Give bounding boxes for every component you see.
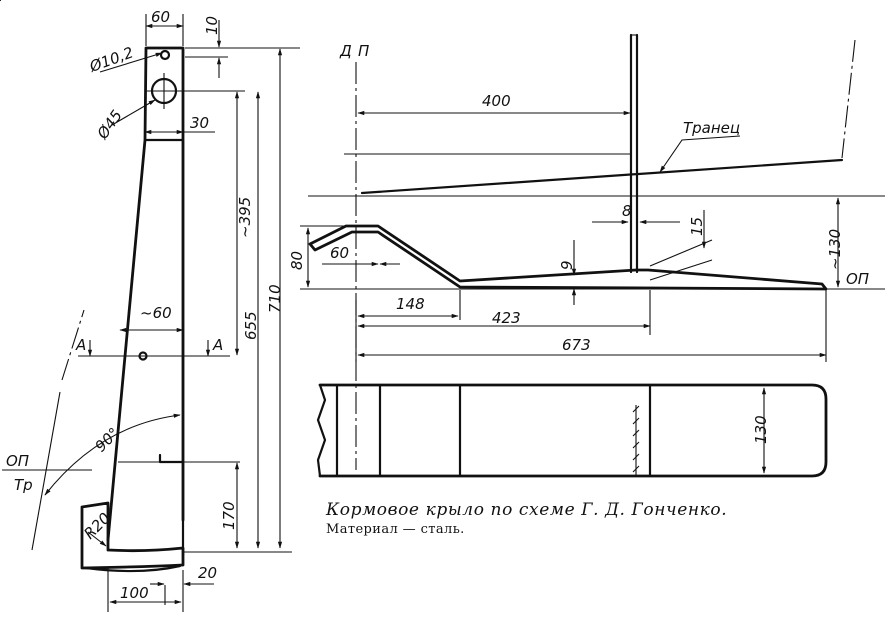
dim-thickness: 8 — [622, 202, 632, 220]
caption-material: Материал — сталь. — [326, 522, 465, 537]
transom-axis — [841, 39, 856, 159]
dim-mid-width: ~60 — [140, 304, 172, 322]
base-block — [80, 501, 185, 570]
dim-seg1: 148 — [396, 295, 425, 313]
dim-plan-width: 130 — [752, 415, 770, 444]
dim-post-width: 30 — [190, 114, 209, 132]
dim-rise: 15 — [688, 217, 706, 236]
plan-break-edge — [316, 383, 327, 478]
strut-side-view: 60 10 Ø10,2 Ø45 30 ~395 655 710 ~60 170 … — [2, 8, 300, 612]
figure-caption: Кормовое крыло по схеме Г. Д. Гонченко. … — [326, 500, 846, 537]
dim-total-length: 673 — [562, 336, 591, 354]
dim-to-line: 655 — [242, 311, 260, 340]
dim-top-width: 60 — [151, 8, 170, 26]
op-label-left: ОП — [6, 452, 29, 470]
label-p: П — [358, 42, 369, 60]
dim-hole-offset: 10 — [203, 16, 221, 35]
dim-base-width: 100 — [120, 584, 149, 602]
dim-base-offset: 20 — [198, 564, 217, 582]
dim-transom-dist: 400 — [482, 92, 511, 110]
dim-small-hole: Ø10,2 — [86, 43, 136, 76]
angle-arc — [44, 413, 181, 496]
dim-seg2: 423 — [492, 309, 521, 327]
hull-slope — [360, 158, 844, 195]
small-hole — [159, 49, 171, 61]
label-op-right: ОП — [846, 270, 869, 288]
label-d: Д — [339, 42, 352, 60]
dim-dip: 9 — [558, 260, 576, 270]
tr-label: Тр — [14, 476, 33, 494]
hull-axis-line — [61, 309, 85, 381]
dim-lip: 60 — [330, 244, 349, 262]
caption-title: Кормовое крыло по схеме Г. Д. Гонченко. — [326, 500, 728, 520]
dim-large-hole: Ø45 — [93, 107, 126, 143]
dim-height: 80 — [288, 251, 306, 270]
label-transom: Транец — [683, 119, 740, 137]
dim-to-op: ~130 — [826, 229, 844, 270]
section-label-right: A — [212, 336, 223, 354]
dim-to-axis: ~395 — [236, 197, 254, 238]
section-label-left: A — [75, 336, 86, 354]
base-lower-curve — [84, 564, 182, 573]
strut-section-hatch — [632, 405, 640, 476]
dim-bottom: 170 — [220, 501, 238, 530]
dim-total: 710 — [266, 284, 284, 313]
wing-plan — [318, 383, 828, 478]
wing-profile — [308, 224, 828, 291]
wing-profile-view: Д П 400 Транец 8 15 9 80 60 ~130 ОП 148 … — [0, 0, 885, 478]
